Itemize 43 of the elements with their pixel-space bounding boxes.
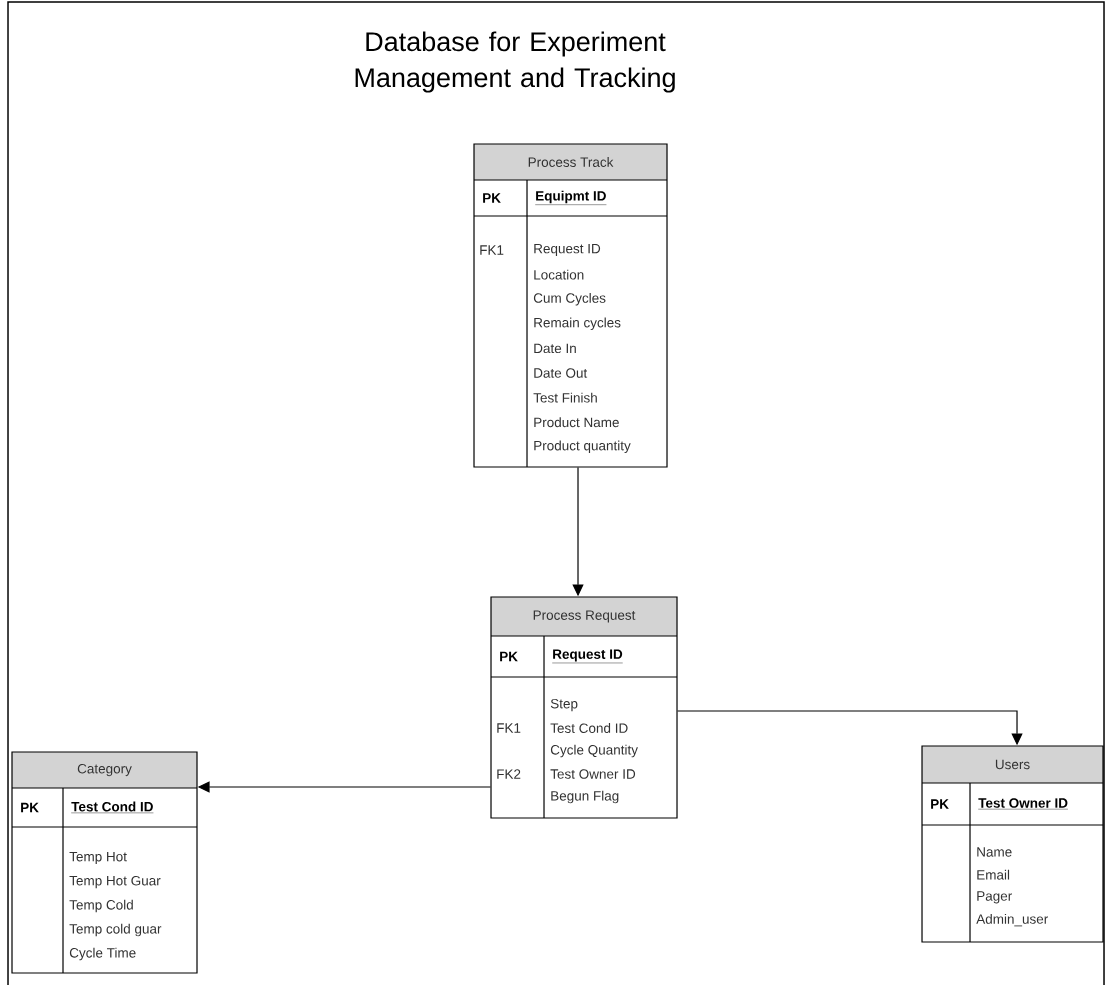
field-name: Email [977, 869, 1010, 880]
field-name: Test Finish [533, 392, 597, 403]
table-title: Process Track [528, 157, 614, 167]
field-name: Temp cold guar [69, 923, 162, 937]
entity-table [11, 751, 198, 974]
key-label: FK2 [497, 769, 521, 779]
key-label: PK [483, 193, 501, 203]
field-name: Name [977, 847, 1012, 857]
key-label: FK1 [480, 245, 504, 255]
primary-key-field: Request ID [552, 649, 623, 664]
field-name: Temp Hot [69, 851, 127, 865]
field-name: Product quantity [534, 440, 631, 454]
table-title: Category [77, 763, 132, 777]
field-name: Pager [977, 891, 1012, 904]
field-name: Admin_user [976, 913, 1048, 927]
primary-key-field: Equipmt ID [535, 190, 607, 205]
field-name: Test Owner ID [550, 769, 636, 779]
field-name: Step [550, 698, 578, 712]
field-name: Cum Cycles [533, 292, 606, 306]
field-name: Test Cond ID [550, 723, 628, 733]
key-label: FK1 [497, 723, 521, 733]
primary-key-field: Test Cond ID [71, 801, 154, 814]
key-label: PK [931, 799, 949, 809]
key-label: PK [21, 802, 39, 813]
field-name: Temp Cold [69, 899, 133, 913]
field-name: Request ID [534, 243, 601, 257]
field-name: Location [534, 269, 584, 280]
field-name: Product Name [534, 417, 619, 428]
field-name: Date In [534, 343, 576, 354]
field-name: Temp Hot Guar [69, 875, 161, 889]
table-title: Users [995, 759, 1030, 770]
field-name: Cycle Time [69, 947, 136, 961]
table-title: Process Request [533, 610, 636, 623]
diagram-title: Database for Experiment Management and Tracking [355, 31, 675, 93]
entity-table [473, 143, 668, 468]
primary-key-field: Test Owner ID [978, 798, 1069, 810]
field-name: Date Out [534, 368, 588, 378]
key-label: PK [500, 651, 518, 662]
field-name: Cycle Quantity [550, 744, 638, 758]
entity-table [490, 596, 678, 819]
entity-table [921, 745, 1104, 943]
field-name: Remain cycles [534, 317, 621, 331]
field-name: Begun Flag [551, 790, 619, 804]
